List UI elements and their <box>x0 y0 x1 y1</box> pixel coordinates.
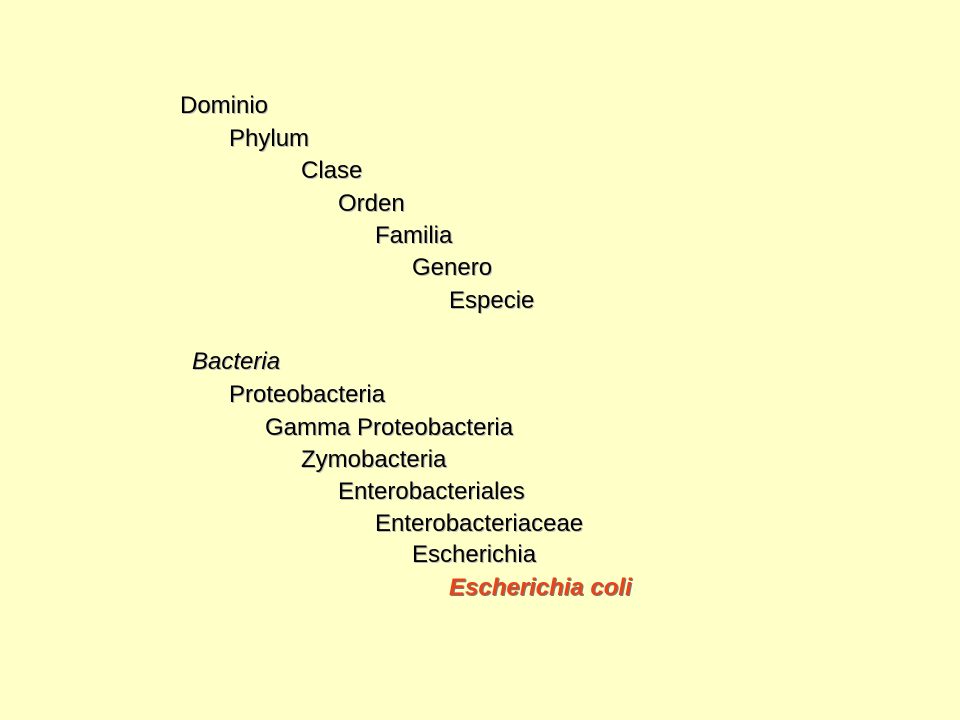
rank-familia: Familia <box>375 222 453 249</box>
example-order: Enterobacteriales <box>338 478 525 505</box>
rank-clase: Clase <box>301 157 363 184</box>
rank-phylum: Phylum <box>229 125 310 152</box>
rank-orden: Orden <box>338 190 405 217</box>
example-subclass: Zymobacteria <box>301 446 447 473</box>
example-family: Enterobacteriaceae <box>375 510 584 537</box>
rank-especie: Especie <box>449 287 535 314</box>
example-species: Escherichia coli <box>449 574 632 601</box>
example-domain: Bacteria <box>192 348 281 375</box>
rank-genero: Genero <box>412 254 493 281</box>
rank-dominio: Dominio <box>180 92 269 119</box>
example-class: Gamma Proteobacteria <box>265 414 514 441</box>
example-genus: Escherichia <box>412 541 537 568</box>
example-phylum: Proteobacteria <box>229 381 386 408</box>
